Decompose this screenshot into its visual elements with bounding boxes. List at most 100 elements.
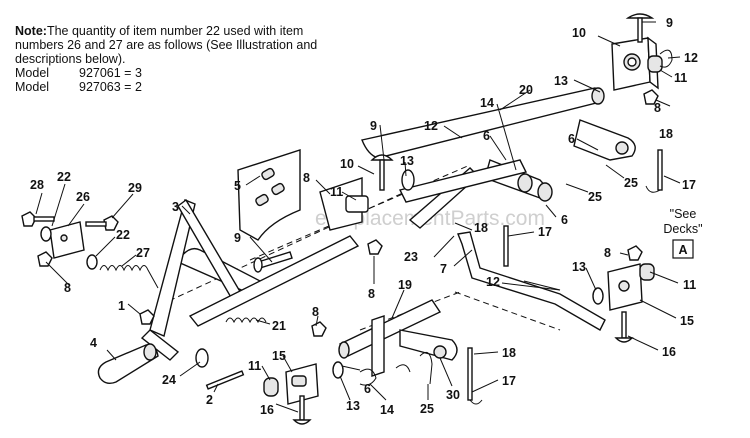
clip-part <box>395 364 411 373</box>
callout-label: 22 <box>57 170 71 184</box>
pin-part <box>503 225 509 267</box>
callout-label: 17 <box>538 225 552 239</box>
callout-label: 14 <box>480 96 494 110</box>
callout-label: 28 <box>30 178 44 192</box>
callout-label: 22 <box>116 228 130 242</box>
callout-label: 6 <box>561 213 568 227</box>
see-decks-text-line1: "See <box>670 207 697 221</box>
flange-bolt-part <box>253 251 293 273</box>
model-label: Model <box>15 80 50 94</box>
model-value: 927063 = 2 <box>79 80 142 94</box>
callout-label: 9 <box>234 231 241 245</box>
callout-label: 11 <box>248 359 261 373</box>
flat-washer-part <box>592 287 604 305</box>
nut-part <box>311 321 327 337</box>
pivot-shaft-part <box>188 235 360 327</box>
note-text: The quantity of item number 22 used with… <box>15 24 318 66</box>
hand-grip-part <box>97 343 159 385</box>
pivot-bolt-part <box>370 154 394 191</box>
pin-part <box>467 347 483 405</box>
alignment-line <box>159 184 421 306</box>
hex-bolt-part <box>21 211 55 227</box>
callout-label: 8 <box>303 171 310 185</box>
pivot-bracket-part <box>319 177 369 231</box>
callout-label: 16 <box>662 345 676 359</box>
callout-label: 6 <box>364 382 371 396</box>
callout-label: 10 <box>572 26 586 40</box>
callout-label: 15 <box>272 349 286 363</box>
pedal-plate-part <box>237 149 301 241</box>
callout-label: 13 <box>400 154 414 168</box>
callout-label: 19 <box>398 278 412 292</box>
callout-label: 6 <box>483 129 490 143</box>
callout-label: 8 <box>654 101 661 115</box>
callout-label: 11 <box>683 278 696 292</box>
note-paragraph: Note:The quantity of item number 22 used… <box>15 24 345 66</box>
callout-label: 25 <box>420 402 434 416</box>
deck-bracket-part <box>607 263 643 311</box>
spring-bracket-part <box>49 221 85 259</box>
callout-label: 6 <box>568 132 575 146</box>
clevis-pin-part <box>205 370 245 390</box>
callout-label: 11 <box>330 185 343 199</box>
see-decks-box <box>672 239 694 259</box>
short-shaft-part <box>398 159 528 203</box>
lift-link-part <box>457 231 606 331</box>
callout-label: 29 <box>128 181 142 195</box>
callout-label: 9 <box>370 119 377 133</box>
hex-bolt-part <box>85 215 119 231</box>
lower-shaft-part <box>338 299 442 359</box>
quantity-note: Note:The quantity of item number 22 used… <box>15 24 345 94</box>
flat-washer-part <box>401 169 415 191</box>
clip-part <box>359 368 377 386</box>
carriage-bolt-part <box>292 395 312 425</box>
bushing-part <box>639 263 655 281</box>
callout-label: 27 <box>136 246 150 260</box>
callout-label: 17 <box>682 178 696 192</box>
callout-label: 30 <box>446 388 460 402</box>
callout-label: 11 <box>674 71 687 85</box>
carriage-bolt-part <box>614 311 634 343</box>
callout-label: 16 <box>260 403 274 417</box>
callout-label: 8 <box>64 281 71 295</box>
flat-washer-part <box>40 226 52 242</box>
lower-arm-part <box>371 315 458 377</box>
lift-handle-part <box>140 198 263 361</box>
see-decks-text-line2: Decks" <box>663 222 702 236</box>
hex-nut-part <box>139 309 155 325</box>
nut-part <box>37 251 53 267</box>
cross-shaft-part <box>361 87 605 159</box>
bushing-part <box>263 377 279 397</box>
callout-label: 14 <box>380 403 394 417</box>
callout-label: 2 <box>206 393 213 407</box>
callout-label: 1 <box>118 299 125 313</box>
callout-label: 9 <box>666 16 673 30</box>
flat-washer-part <box>332 361 344 379</box>
callout-label: 7 <box>440 262 447 276</box>
callout-label: 13 <box>346 399 360 413</box>
callout-label: 5 <box>234 179 241 193</box>
bracket-part <box>611 36 659 91</box>
nut-part <box>627 245 643 261</box>
see-decks-box-letter: A <box>678 243 687 257</box>
hitch-pin-part <box>419 351 433 385</box>
lower-bracket-part <box>285 363 319 405</box>
right-arm-part <box>573 119 636 161</box>
flat-washer-part <box>86 254 98 270</box>
carriage-bolt-part <box>625 13 655 43</box>
callout-label: 3 <box>172 200 179 214</box>
callout-label: 4 <box>90 336 97 350</box>
callout-labels: 9 10 12 11 8 13 20 14 6 12 6 18 25 17 25… <box>30 16 698 417</box>
callout-label: 25 <box>588 190 602 204</box>
callout-label: 8 <box>604 246 611 260</box>
model-value: 927061 = 3 <box>79 66 142 80</box>
callout-label: 21 <box>272 319 286 333</box>
compression-spring-part <box>99 265 159 289</box>
callout-label: 26 <box>76 190 90 204</box>
callout-label: 15 <box>680 314 694 328</box>
callout-label: 8 <box>312 305 319 319</box>
callout-label: 12 <box>684 51 698 65</box>
callout-label: 10 <box>340 157 354 171</box>
